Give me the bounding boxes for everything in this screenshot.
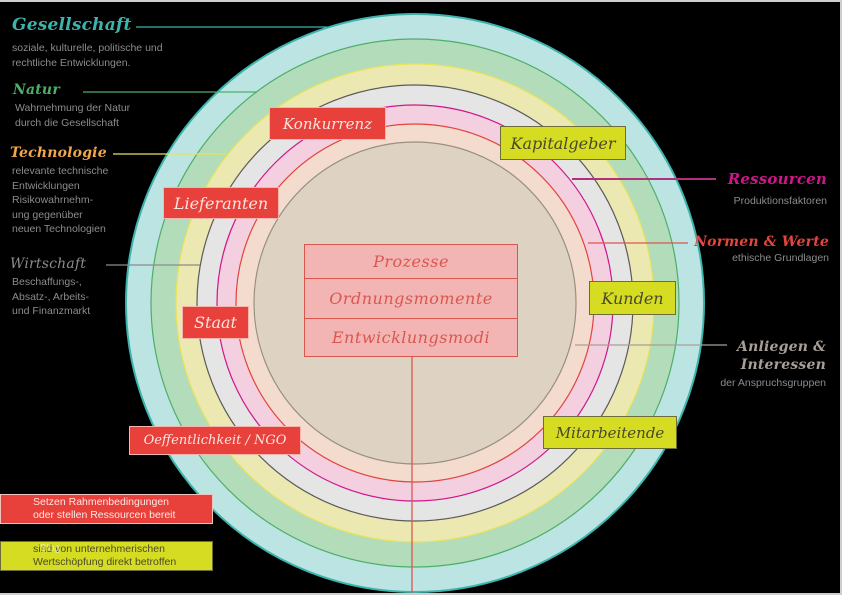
stakeholder-kunden: Kunden (589, 281, 676, 315)
title-line: Anliegen & (737, 339, 826, 355)
annotation-title: Gesellschaft (12, 15, 132, 35)
watermark: Blog (40, 543, 61, 554)
stakeholder-konkurrenz: Konkurrenz (269, 107, 386, 140)
center-row-entwicklungsmodi: Entwicklungsmodi (305, 318, 517, 356)
description-line: rechtliche Entwicklungen. (12, 56, 131, 69)
annotation-natur: Natur Wahrnehmung der Natur durch die Ge… (13, 82, 130, 130)
description-line: Wahrnehmung der Natur (15, 102, 131, 114)
annotation-gesellschaft: Gesellschaft soziale, kulturelle, politi… (12, 15, 163, 70)
description-line: Absatz-, Arbeits- (12, 290, 90, 303)
description-line: Risikowahrnehm- (12, 194, 94, 206)
stakeholder-kapitalgeber: Kapitalgeber (500, 126, 626, 160)
annotation-description: Wahrnehmung der Natur durch die Gesellsc… (13, 101, 130, 130)
annotation-description: der Anspruchsgruppen (720, 377, 826, 389)
description-line: relevante technische (12, 165, 109, 177)
legend-line: Wertschöpfung direkt betroffen (33, 556, 177, 568)
annotation-title: Wirtschaft (10, 256, 87, 272)
legend-line: Setzen Rahmenbedingungen (33, 496, 170, 508)
annotation-title: Normen & Werte (694, 234, 829, 250)
legend-line: oder stellen Ressourcen bereit (33, 509, 176, 521)
annotation-wirtschaft: Wirtschaft Beschaffungs-, Absatz-, Arbei… (10, 256, 90, 319)
annotation-title: Natur (13, 82, 60, 98)
annotation-normen-werte: Normen & Werte ethische Grundlagen (694, 234, 829, 266)
center-row-prozesse: Prozesse (373, 252, 449, 271)
annotation-anliegen-interessen: Anliegen & Interessen der Anspruchsgrupp… (720, 338, 826, 391)
center-row-ordnungsmomente: Ordnungsmomente (305, 278, 517, 318)
description-line: und Finanzmarkt (12, 305, 91, 317)
annotation-description: ethische Grundlagen (732, 252, 829, 264)
annotation-title: Ressourcen (727, 170, 827, 188)
core-processes-box: Prozesse Ordnungsmomente Entwicklungsmod… (304, 244, 518, 357)
legend-lime: sind von unternehmerischen Wertschöpfung… (0, 541, 213, 571)
annotation-description: Produktionsfaktoren (733, 195, 827, 207)
annotation-title: Anliegen & Interessen (720, 338, 826, 374)
title-line: Interessen (740, 357, 826, 373)
annotation-ressourcen: Ressourcen Produktionsfaktoren (728, 170, 827, 209)
stakeholder-mitarbeitende: Mitarbeitende (543, 416, 677, 449)
legend-line: sind von unternehmerischen (33, 543, 165, 555)
stakeholder-staat: Staat (182, 306, 249, 339)
annotation-description: Beschaffungs-, Absatz-, Arbeits- und Fin… (10, 275, 90, 319)
description-line: Beschaffungs-, (12, 276, 82, 288)
stakeholder-lieferanten: Lieferanten (163, 187, 279, 219)
annotation-title: Technologie (10, 145, 107, 161)
annotation-technologie: Technologie relevante technische Entwick… (10, 145, 108, 237)
description-line: soziale, kulturelle, politische und (12, 42, 163, 54)
description-line: durch die Gesellschaft (15, 116, 119, 129)
description-line: Entwicklungen (12, 179, 80, 192)
legend-red: Setzen Rahmenbedingungen oder stellen Re… (0, 494, 213, 524)
description-line: ung gegenüber (12, 208, 83, 221)
annotation-description: relevante technische Entwicklungen Risik… (10, 164, 108, 237)
stakeholder-oeffentlichkeit-ngo: Oeffentlichkeit / NGO (129, 426, 301, 455)
description-line: neuen Technologien (12, 223, 106, 235)
annotation-description: soziale, kulturelle, politische und rech… (12, 41, 163, 70)
